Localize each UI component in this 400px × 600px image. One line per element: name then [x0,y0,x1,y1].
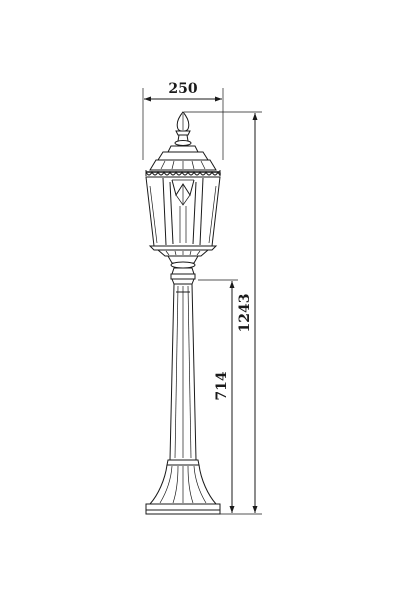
lantern-bottom [148,245,218,269]
total-height-label: 1243 [237,294,253,333]
width-dimension: 250 [142,81,224,160]
post-height-dimension: 714 [198,279,238,513]
post-height-label: 714 [214,371,230,400]
lantern-body [145,176,221,247]
post-collar [170,267,196,285]
column [169,283,197,461]
total-height-dimension: 1243 [184,111,262,515]
finial [174,111,192,146]
lamp-post [145,111,221,515]
width-label: 250 [168,81,197,97]
roof [145,145,221,176]
base [145,459,221,515]
